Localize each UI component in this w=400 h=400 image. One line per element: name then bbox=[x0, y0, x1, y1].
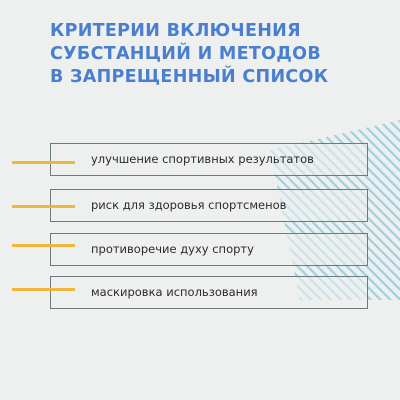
criteria-item-label: улучшение спортивных результатов bbox=[91, 152, 314, 166]
criteria-item-1: улучшение спортивных результатов bbox=[50, 143, 368, 176]
page-title: КРИТЕРИИ ВКЛЮЧЕНИЯ СУБСТАНЦИЙ И МЕТОДОВ … bbox=[50, 20, 380, 89]
title-line-1: КРИТЕРИИ ВКЛЮЧЕНИЯ bbox=[50, 21, 301, 41]
criteria-item-4: маскировка использования bbox=[50, 276, 368, 309]
marker-bar-4 bbox=[12, 288, 75, 291]
criteria-item-2: риск для здоровья спортсменов bbox=[50, 189, 368, 222]
title-line-3: В ЗАПРЕЩЕННЫЙ СПИСОК bbox=[50, 67, 329, 87]
criteria-item-3: противоречие духу спорту bbox=[50, 233, 368, 266]
criteria-item-label: маскировка использования bbox=[91, 285, 258, 299]
criteria-item-label: риск для здоровья спортсменов bbox=[91, 198, 287, 212]
marker-bar-1 bbox=[12, 161, 75, 164]
title-line-2: СУБСТАНЦИЙ И МЕТОДОВ bbox=[50, 44, 321, 64]
marker-bar-2 bbox=[12, 205, 75, 208]
marker-bar-3 bbox=[12, 244, 75, 247]
criteria-item-label: противоречие духу спорту bbox=[91, 242, 254, 256]
